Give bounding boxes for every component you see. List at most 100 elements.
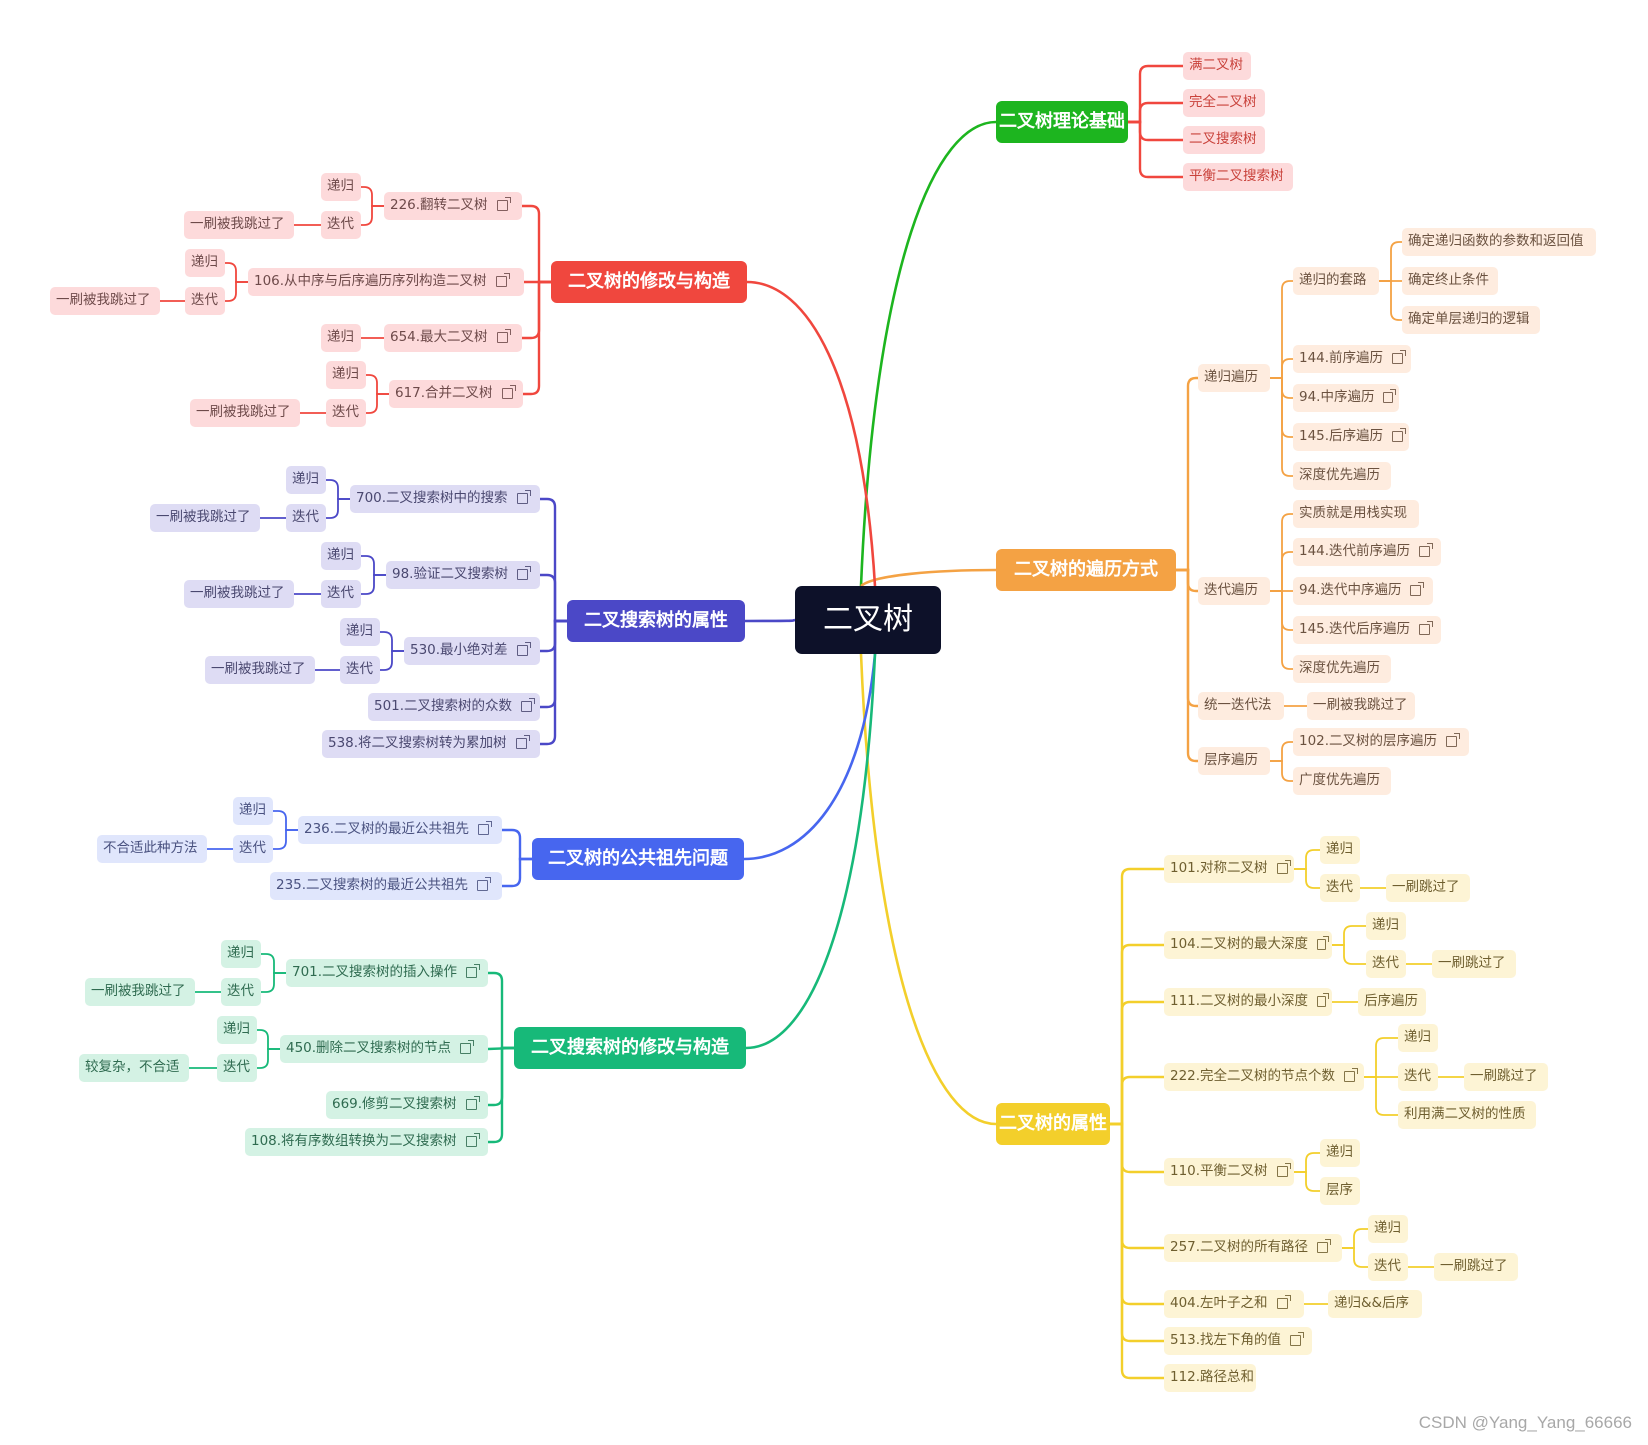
leaf-topic-b700[interactable]: 700.二叉搜索树中的搜索 — [350, 485, 540, 513]
leaf-topic-p101[interactable]: 101.对称二叉树 — [1164, 855, 1294, 883]
leaf-topic-m226i[interactable]: 迭代 — [321, 211, 361, 239]
leaf-topic-p101i[interactable]: 迭代 — [1320, 874, 1360, 902]
leaf-topic-m106s[interactable]: 一刷被我跳过了 — [50, 287, 160, 315]
leaf-topic-b530[interactable]: 530.最小绝对差 — [404, 637, 540, 665]
external-link-icon[interactable] — [521, 697, 536, 712]
leaf-topic-ino[interactable]: 94.中序遍历 — [1293, 384, 1399, 412]
external-link-icon[interactable] — [1392, 349, 1407, 364]
leaf-topic-tr-lv[interactable]: 层序遍历 — [1198, 747, 1270, 775]
leaf-topic-p404[interactable]: 404.左叶子之和 — [1164, 1290, 1304, 1318]
leaf-topic-r3[interactable]: 确定单层递归的逻辑 — [1402, 306, 1540, 334]
leaf-topic-l236i[interactable]: 迭代 — [233, 835, 273, 863]
leaf-topic-m617i[interactable]: 迭代 — [326, 399, 366, 427]
external-link-icon[interactable] — [1344, 1067, 1359, 1082]
leaf-topic-p104[interactable]: 104.二叉树的最大深度 — [1164, 931, 1332, 959]
external-link-icon[interactable] — [516, 565, 531, 580]
external-link-icon[interactable] — [516, 641, 531, 656]
leaf-topic-s701i[interactable]: 迭代 — [221, 978, 261, 1006]
leaf-topic-b501[interactable]: 501.二叉搜索树的众数 — [368, 693, 540, 721]
leaf-topic-t2[interactable]: 完全二叉树 — [1183, 89, 1265, 117]
leaf-topic-s108[interactable]: 108.将有序数组转换为二叉搜索树 — [245, 1128, 488, 1156]
external-link-icon[interactable] — [1317, 935, 1329, 950]
leaf-topic-it1[interactable]: 144.迭代前序遍历 — [1293, 538, 1441, 566]
leaf-topic-t1[interactable]: 满二叉树 — [1183, 52, 1251, 80]
leaf-topic-p104s[interactable]: 一刷跳过了 — [1432, 950, 1516, 978]
leaf-topic-b98[interactable]: 98.验证二叉搜索树 — [386, 561, 540, 589]
external-link-icon[interactable] — [496, 328, 511, 343]
leaf-topic-m617s[interactable]: 一刷被我跳过了 — [190, 399, 300, 427]
leaf-topic-s701s[interactable]: 一刷被我跳过了 — [85, 978, 195, 1006]
leaf-topic-m226r[interactable]: 递归 — [321, 173, 361, 201]
external-link-icon[interactable] — [477, 876, 492, 891]
leaf-topic-s701r[interactable]: 递归 — [221, 940, 261, 968]
external-link-icon[interactable] — [501, 384, 516, 399]
leaf-topic-b530r[interactable]: 递归 — [340, 618, 380, 646]
leaf-topic-p257s[interactable]: 一刷跳过了 — [1434, 1253, 1518, 1281]
leaf-topic-m654r[interactable]: 递归 — [321, 324, 361, 352]
leaf-topic-p222s[interactable]: 一刷跳过了 — [1464, 1063, 1548, 1091]
external-link-icon[interactable] — [466, 963, 481, 978]
external-link-icon[interactable] — [478, 820, 493, 835]
external-link-icon[interactable] — [1410, 581, 1425, 596]
branch-topic-props[interactable]: 二叉树的属性 — [996, 1103, 1110, 1145]
external-link-icon[interactable] — [1317, 1238, 1332, 1253]
leaf-topic-dfs2[interactable]: 深度优先遍历 — [1293, 655, 1391, 683]
external-link-icon[interactable] — [1392, 427, 1406, 442]
leaf-topic-p222f[interactable]: 利用满二叉树的性质 — [1398, 1101, 1536, 1129]
leaf-topic-lv1[interactable]: 102.二叉树的层序遍历 — [1293, 728, 1469, 756]
leaf-topic-p257r[interactable]: 递归 — [1368, 1215, 1408, 1243]
external-link-icon[interactable] — [1446, 732, 1461, 747]
leaf-topic-m226s[interactable]: 一刷被我跳过了 — [184, 211, 294, 239]
leaf-topic-p222i[interactable]: 迭代 — [1398, 1063, 1438, 1091]
leaf-topic-b530i[interactable]: 迭代 — [340, 656, 380, 684]
leaf-topic-p257[interactable]: 257.二叉树的所有路径 — [1164, 1234, 1342, 1262]
leaf-topic-b98i[interactable]: 迭代 — [321, 580, 361, 608]
leaf-topic-p222r[interactable]: 递归 — [1398, 1024, 1438, 1052]
leaf-topic-l236s[interactable]: 不合适此种方法 — [97, 835, 207, 863]
leaf-topic-post[interactable]: 145.后序遍历 — [1293, 423, 1409, 451]
leaf-topic-m654[interactable]: 654.最大二叉树 — [384, 324, 522, 352]
leaf-topic-r1[interactable]: 确定递归函数的参数和返回值 — [1402, 228, 1596, 256]
leaf-topic-p111[interactable]: 111.二叉树的最小深度 — [1164, 988, 1332, 1016]
branch-topic-trav[interactable]: 二叉树的遍历方式 — [996, 549, 1176, 591]
external-link-icon[interactable] — [1276, 859, 1291, 874]
leaf-topic-p101s[interactable]: 一刷跳过了 — [1386, 874, 1470, 902]
leaf-topic-lv2[interactable]: 广度优先遍历 — [1293, 767, 1391, 795]
leaf-topic-b700r[interactable]: 递归 — [286, 466, 326, 494]
leaf-topic-p404r[interactable]: 递归&&后序 — [1328, 1290, 1422, 1318]
root-topic[interactable]: 二叉树 — [795, 586, 941, 654]
leaf-topic-m617r[interactable]: 递归 — [326, 361, 366, 389]
external-link-icon[interactable] — [465, 1132, 480, 1147]
external-link-icon[interactable] — [1383, 388, 1396, 403]
external-link-icon[interactable] — [1419, 620, 1434, 635]
leaf-topic-l236[interactable]: 236.二叉树的最近公共祖先 — [298, 816, 502, 844]
leaf-topic-s450s[interactable]: 较复杂，不合适 — [79, 1054, 189, 1082]
leaf-topic-m106[interactable]: 106.从中序与后序遍历序列构造二叉树 — [248, 268, 524, 296]
leaf-topic-p110[interactable]: 110.平衡二叉树 — [1164, 1158, 1294, 1186]
leaf-topic-it0[interactable]: 实质就是用栈实现 — [1293, 500, 1419, 528]
leaf-topic-l235[interactable]: 235.二叉搜索树的最近公共祖先 — [270, 872, 502, 900]
external-link-icon[interactable] — [460, 1039, 475, 1054]
leaf-topic-tr-routine[interactable]: 递归的套路 — [1293, 267, 1379, 295]
branch-topic-theory[interactable]: 二叉树理论基础 — [996, 101, 1128, 143]
leaf-topic-b538[interactable]: 538.将二叉搜索树转为累加树 — [322, 730, 540, 758]
leaf-topic-p104r[interactable]: 递归 — [1366, 912, 1406, 940]
leaf-topic-p101r[interactable]: 递归 — [1320, 836, 1360, 864]
leaf-topic-p110l[interactable]: 层序 — [1320, 1177, 1360, 1205]
leaf-topic-s450i[interactable]: 迭代 — [217, 1054, 257, 1082]
leaf-topic-t4[interactable]: 平衡二叉搜索树 — [1183, 163, 1293, 191]
leaf-topic-b700s[interactable]: 一刷被我跳过了 — [150, 504, 260, 532]
leaf-topic-uni-s[interactable]: 一刷被我跳过了 — [1307, 692, 1415, 720]
external-link-icon[interactable] — [495, 272, 510, 287]
leaf-topic-p513[interactable]: 513.找左下角的值 — [1164, 1327, 1312, 1355]
leaf-topic-p257i[interactable]: 迭代 — [1368, 1253, 1408, 1281]
leaf-topic-p111p[interactable]: 后序遍历 — [1358, 988, 1426, 1016]
branch-topic-smod[interactable]: 二叉搜索树的修改与构造 — [514, 1027, 746, 1069]
leaf-topic-b98r[interactable]: 递归 — [321, 542, 361, 570]
leaf-topic-l236r[interactable]: 递归 — [233, 797, 273, 825]
leaf-topic-tr-rec[interactable]: 递归遍历 — [1198, 364, 1270, 392]
external-link-icon[interactable] — [1276, 1294, 1291, 1309]
branch-topic-bst[interactable]: 二叉搜索树的属性 — [567, 600, 745, 642]
external-link-icon[interactable] — [516, 489, 531, 504]
leaf-topic-b98s[interactable]: 一刷被我跳过了 — [184, 580, 294, 608]
